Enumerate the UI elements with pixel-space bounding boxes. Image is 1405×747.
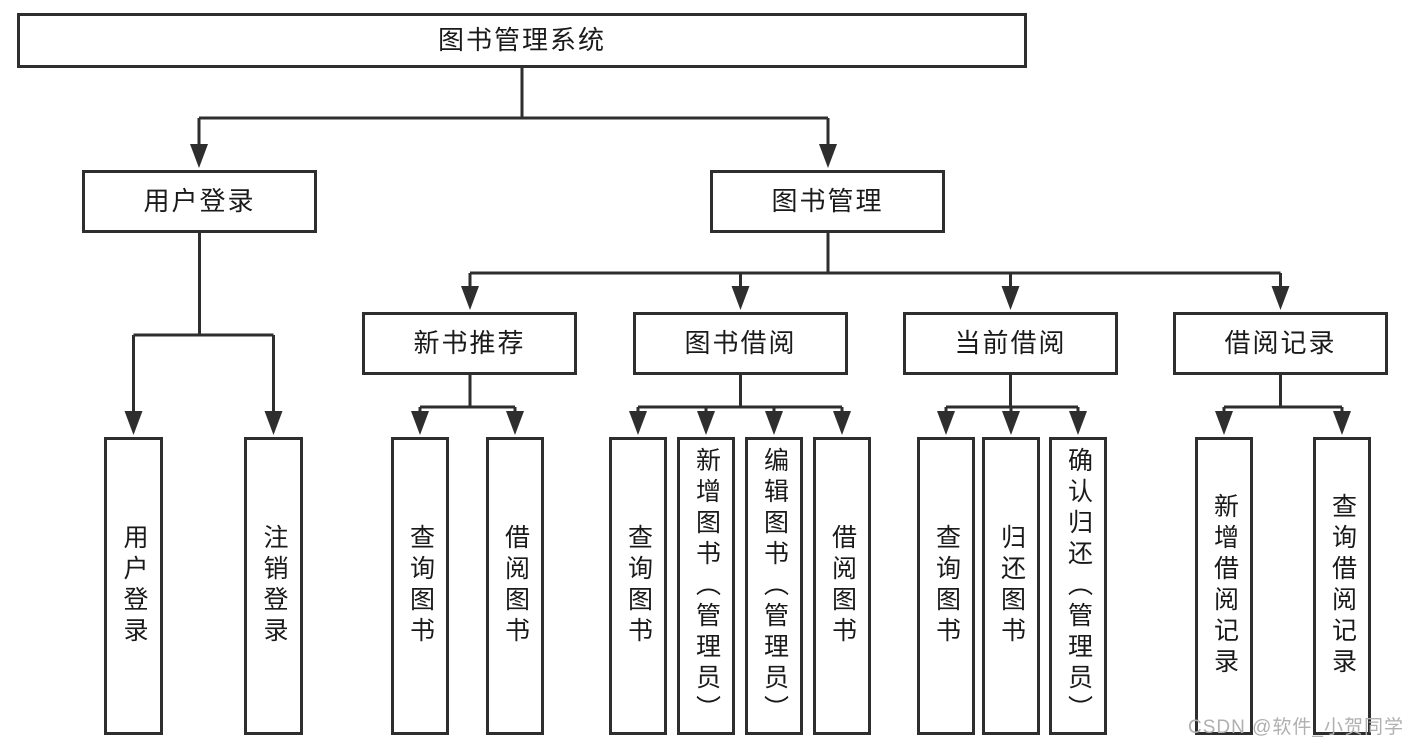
leaf-borrow-books-recommend: 借阅图书 [486,437,544,735]
leaf-borrow-books: 借阅图书 [813,437,871,735]
leaf-query-borrow-record: 查询借阅记录 [1313,437,1371,735]
leaf-query-books-recommend: 查询图书 [391,437,449,735]
node-book-borrowing: 图书借阅 [633,312,848,375]
csdn-watermark: CSDN @软件_小贺同学 [1188,717,1404,738]
leaf-logout: 注销登录 [244,437,303,735]
node-book-management: 图书管理 [710,170,945,233]
leaf-query-books-borrow: 查询图书 [609,437,667,735]
leaf-return-books: 归还图书 [982,437,1040,735]
leaf-add-books-admin: 新增图书（管理员） [677,437,735,735]
node-library-management-system: 图书管理系统 [17,13,1027,68]
node-borrowing-records: 借阅记录 [1173,312,1388,375]
leaf-confirm-return-admin: 确认归还（管理员） [1049,437,1107,735]
node-user-login: 用户登录 [82,170,317,233]
leaf-query-books-current: 查询图书 [917,437,975,735]
leaf-add-borrow-record: 新增借阅记录 [1195,437,1253,735]
node-new-book-recommend: 新书推荐 [362,312,577,375]
leaf-user-login: 用户登录 [104,437,163,735]
leaf-edit-books-admin: 编辑图书（管理员） [745,437,803,735]
node-current-borrowing: 当前借阅 [903,312,1118,375]
